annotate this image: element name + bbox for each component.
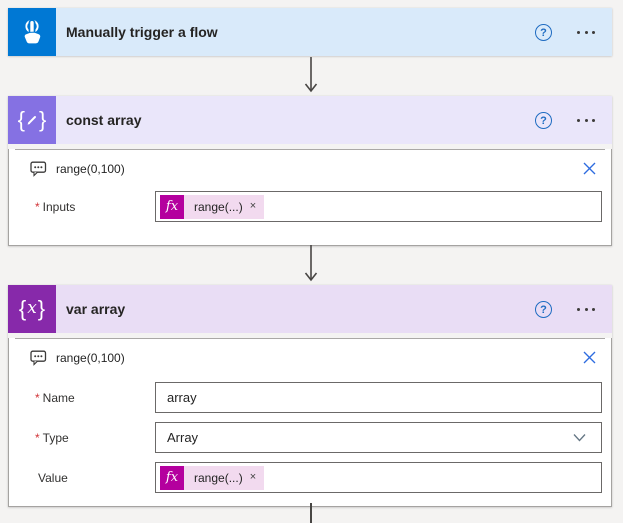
- ellipsis-menu-icon[interactable]: [575, 304, 597, 315]
- comment-text: range(0,100): [56, 161, 125, 176]
- inputs-field-label: * Inputs: [35, 199, 76, 214]
- ellipsis-menu-icon[interactable]: [575, 27, 597, 38]
- var-array-card-header[interactable]: var array ?: [56, 285, 612, 333]
- inputs-field-input[interactable]: fx range(...) ×: [155, 191, 602, 222]
- ellipsis-menu-icon[interactable]: [575, 115, 597, 126]
- expression-token[interactable]: fx range(...) ×: [160, 465, 265, 490]
- type-field-dropdown[interactable]: Array: [155, 422, 602, 453]
- trigger-card: Manually trigger a flow ?: [8, 8, 612, 56]
- manual-trigger-icon: [8, 8, 56, 56]
- trigger-card-title: Manually trigger a flow: [66, 24, 218, 40]
- comment-row: range(0,100): [9, 339, 611, 376]
- var-array-card: {x} var array ? range(0,100: [8, 285, 612, 507]
- connector-arrow-down: [304, 245, 318, 282]
- comment-row: range(0,100): [9, 150, 611, 187]
- name-field-label: * Name: [35, 390, 75, 405]
- close-x-icon: [583, 162, 596, 175]
- initialize-variable-icon: {x}: [8, 285, 56, 333]
- trigger-card-header[interactable]: Manually trigger a flow ?: [56, 8, 612, 56]
- dismiss-comment-button[interactable]: [581, 349, 598, 366]
- remove-token-icon[interactable]: ×: [249, 471, 257, 483]
- header-divider: [15, 338, 605, 339]
- required-asterisk: *: [35, 199, 40, 214]
- type-selected-value: Array: [167, 430, 199, 445]
- value-field-row: Value fx range(...) ×: [9, 462, 611, 493]
- const-array-card-header[interactable]: const array ?: [56, 96, 612, 144]
- type-field-row: * Type Array: [9, 422, 611, 453]
- value-field-label: Value: [38, 470, 68, 485]
- expression-token-text: range(...): [194, 199, 243, 214]
- fx-expression-icon: fx: [160, 465, 184, 490]
- var-array-card-title: var array: [66, 301, 126, 317]
- help-icon[interactable]: ?: [535, 300, 552, 318]
- connector-line: [310, 503, 312, 523]
- const-array-card-title: const array: [66, 112, 142, 128]
- comment-bubble-icon: [30, 350, 47, 366]
- dismiss-comment-button[interactable]: [581, 160, 598, 177]
- const-array-card: {} const array ? range(0,10: [8, 96, 612, 246]
- chevron-down-icon: [572, 432, 587, 443]
- required-asterisk: *: [35, 430, 40, 445]
- connector-arrow-down: [304, 57, 318, 93]
- comment-bubble-icon: [30, 161, 47, 177]
- compose-action-icon: {}: [8, 96, 56, 144]
- required-asterisk: *: [35, 390, 40, 405]
- header-divider: [15, 149, 605, 150]
- help-icon[interactable]: ?: [535, 23, 552, 41]
- help-icon[interactable]: ?: [535, 111, 552, 129]
- pencil-icon: [27, 116, 36, 125]
- value-field-input[interactable]: fx range(...) ×: [155, 462, 602, 493]
- fx-expression-icon: fx: [160, 194, 184, 219]
- comment-text: range(0,100): [56, 350, 125, 365]
- inputs-field-row: * Inputs fx range(...) ×: [9, 191, 611, 222]
- remove-token-icon[interactable]: ×: [249, 200, 257, 212]
- expression-token[interactable]: fx range(...) ×: [160, 194, 265, 219]
- name-field-input[interactable]: [155, 382, 602, 413]
- name-field-row: * Name: [9, 382, 611, 413]
- close-x-icon: [583, 351, 596, 364]
- type-field-label: * Type: [35, 430, 69, 445]
- expression-token-text: range(...): [194, 470, 243, 485]
